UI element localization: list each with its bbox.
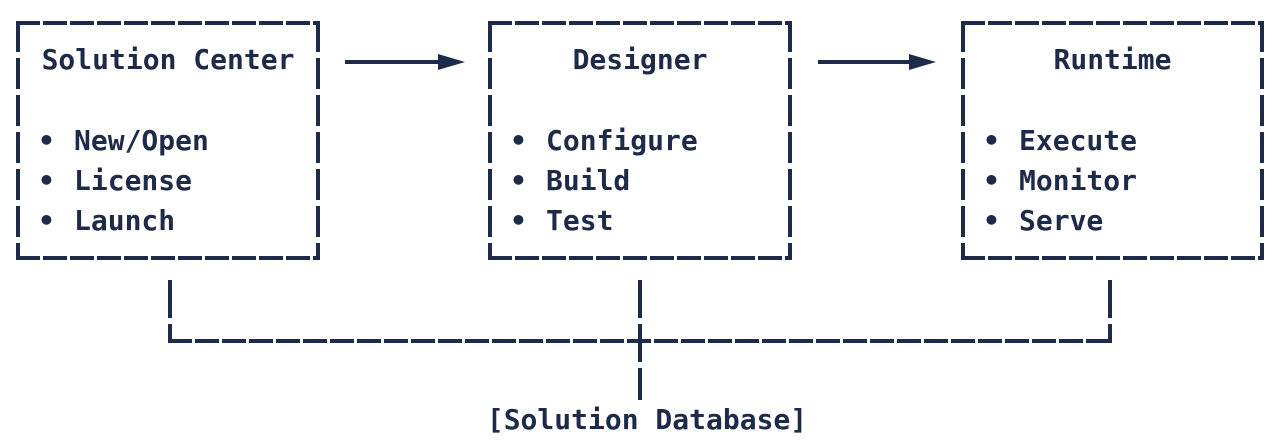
list-item: • Build [510,161,792,201]
list-item-label: Test [546,204,614,237]
solution-center-box-border [16,21,320,260]
list-item: • New/Open [38,121,320,161]
bullet-icon: • [983,204,1000,237]
designer-box-border [488,21,792,260]
box-title: Runtime [1053,43,1172,76]
arrow-right-icon [345,54,465,70]
bullet-icon: • [983,124,1000,157]
list-item-label: New/Open [74,124,209,157]
box-item-list: • Configure • Build • Test [488,121,792,241]
designer-box: Designer • Configure • Build • Test [488,21,792,260]
solution-center-box: Solution Center • New/Open • License • Laun… [16,21,320,260]
database-bus-connector [168,280,1112,400]
list-item: • Serve [983,201,1264,241]
bullet-icon: • [38,164,55,197]
list-item-label: Serve [1019,204,1104,237]
list-item: • Test [510,201,792,241]
box-item-list: • New/Open • License • Launch [16,121,320,241]
solution-database-label: [Solution Database] [486,403,808,436]
bullet-icon: • [510,164,527,197]
list-item-label: Execute [1019,124,1138,157]
arrow-right-icon [818,54,936,70]
runtime-box: Runtime • Execute • Monitor • Serve [961,21,1264,260]
bullet-icon: • [983,164,1000,197]
list-item-label: Launch [74,204,176,237]
bullet-icon: • [38,124,55,157]
box-title: Solution Center [41,43,295,76]
box-title: Designer [572,43,708,76]
runtime-box-border [961,21,1264,260]
list-item: • License [38,161,320,201]
box-item-list: • Execute • Monitor • Serve [961,121,1264,241]
list-item: • Launch [38,201,320,241]
list-item: • Configure [510,121,792,161]
bullet-icon: • [510,124,527,157]
list-item-label: License [74,164,193,197]
list-item-label: Configure [546,124,698,157]
bullet-icon: • [510,204,527,237]
list-item: • Execute [983,121,1264,161]
list-item: • Monitor [983,161,1264,201]
bullet-icon: • [38,204,55,237]
list-item-label: Monitor [1019,164,1138,197]
list-item-label: Build [546,164,631,197]
